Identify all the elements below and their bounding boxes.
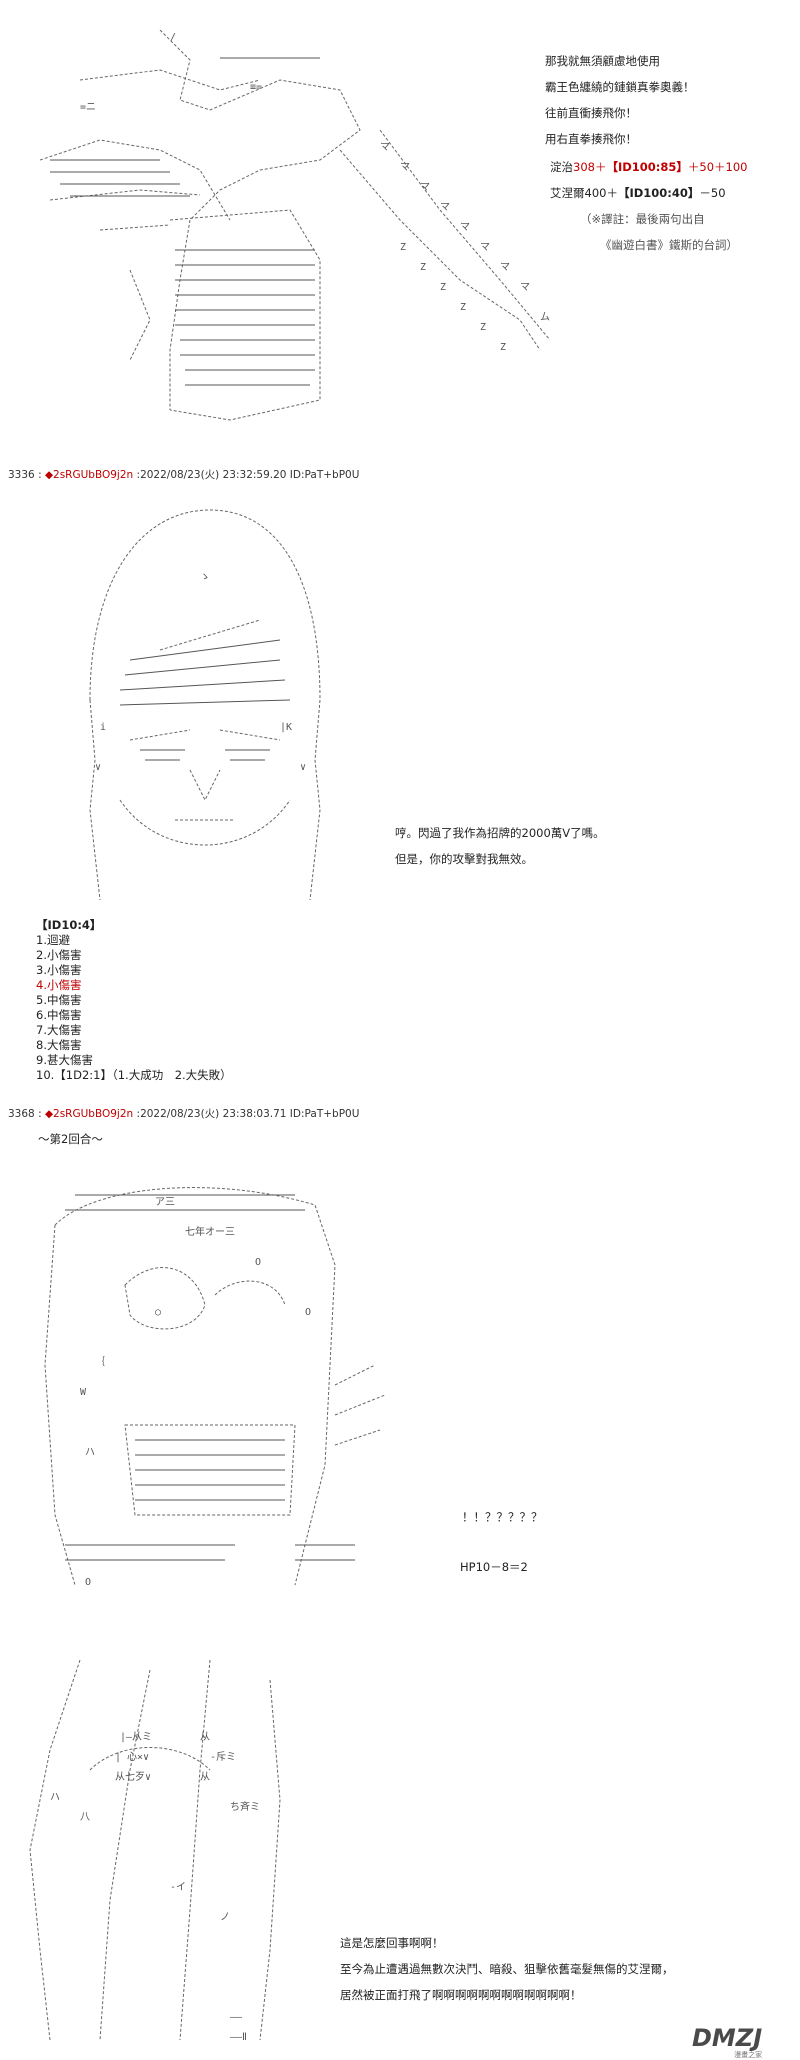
svg-text:ゝ: ゝ <box>200 572 210 583</box>
svg-text:| 心×∨: | 心×∨ <box>115 1751 149 1763</box>
svg-text:-斥ミ: -斥ミ <box>210 1751 236 1763</box>
shout-text: ！！？？？？？ <box>462 1510 543 1524</box>
site-watermark: DMZJ 漫畫之家 <box>692 2026 762 2060</box>
ascii-art-enel-punched: マママ マママ ママム ZZZ ZZZ /≡==ニ <box>39 29 551 421</box>
translator-note: 《幽遊白書》鐵斯的台詞） <box>600 238 738 252</box>
svg-text:マ: マ <box>480 242 490 253</box>
svg-text:マ: マ <box>380 142 390 153</box>
svg-text:ム: ム <box>540 311 550 323</box>
roll-table-item: 4.小傷害 <box>36 977 82 992</box>
svg-text:i: i <box>100 722 106 733</box>
svg-text:○: ○ <box>155 1307 161 1318</box>
svg-text:O: O <box>85 1577 91 1588</box>
svg-text:ハ: ハ <box>85 1447 95 1458</box>
svg-text:ア三: ア三 <box>155 1197 175 1208</box>
svg-text:O: O <box>305 1307 311 1318</box>
tripcode-link[interactable]: ◆2sRGUbBO9j2n <box>44 469 134 481</box>
watermark-logo: DMZJ <box>692 2024 763 2052</box>
svg-text:W: W <box>80 1387 87 1398</box>
svg-text:从: 从 <box>200 1732 210 1743</box>
dialogue-line: 但是，你的攻擊對我無效。 <box>395 852 533 866</box>
roll-table-item: 10.【1D2:1】（1.大成功 2.大失敗） <box>36 1068 232 1083</box>
svg-text:マ: マ <box>460 222 470 233</box>
svg-text:ノ: ノ <box>220 1912 230 1923</box>
svg-text:/: / <box>170 32 176 43</box>
svg-text:——: —— <box>230 2012 243 2023</box>
svg-text:マ: マ <box>420 182 430 193</box>
roll-table-item: 5.中傷害 <box>36 992 82 1007</box>
dialogue-line: 用右直拳揍飛你！ <box>545 132 637 146</box>
svg-text:Z: Z <box>400 242 406 253</box>
dialogue-line: 往前直衝揍飛你！ <box>545 106 637 120</box>
svg-text:——Ⅱ: ——Ⅱ <box>230 2032 247 2043</box>
dialogue-line: 哼。閃過了我作為招牌的2000萬V了嗎。 <box>395 826 605 840</box>
svg-text:マ: マ <box>500 262 510 273</box>
narration-line: 至今為止遭遇過無數次決鬥、暗殺、狙擊依舊毫髮無傷的艾涅爾， <box>340 1962 674 1976</box>
roll-table-item: 1.迴避 <box>36 932 70 947</box>
svg-text:マ: マ <box>440 202 450 213</box>
svg-text:∨: ∨ <box>95 762 101 773</box>
svg-text:Z: Z <box>480 322 486 333</box>
roll-table-header: 【ID10:4】 <box>36 918 102 932</box>
roll-table-item: 6.中傷害 <box>36 1007 82 1022</box>
roll-table-item: 8.大傷害 <box>36 1038 82 1053</box>
svg-text:≡=: ≡= <box>250 82 262 93</box>
translator-note: （※譯註：最後兩句出自 <box>580 212 705 226</box>
ascii-art-enel-flying: |—从ミ从 | 心×∨-斥ミ 从七歹∨从 ハ八ち斉ミ -イノ ————Ⅱ <box>29 1659 281 2043</box>
roll-table-item: 3.小傷害 <box>36 962 82 977</box>
svg-text:Z: Z <box>460 302 466 313</box>
svg-text:=ニ: =ニ <box>80 102 96 113</box>
round-label: ～第2回合～ <box>38 1132 103 1146</box>
roll-table-item: 2.小傷害 <box>36 947 82 962</box>
svg-text:从七歹∨: 从七歹∨ <box>115 1771 151 1783</box>
svg-text:ち斉ミ: ち斉ミ <box>230 1800 260 1813</box>
narration-line: 居然被正面打飛了啊啊啊啊啊啊啊啊啊啊啊啊！ <box>340 1988 582 2002</box>
roll-table-item: 9.甚大傷害 <box>36 1053 93 1068</box>
dialogue-line: 那我就無須顧慮地使用 <box>545 54 660 68</box>
svg-text:マ: マ <box>400 162 410 173</box>
svg-text:マ: マ <box>520 282 530 293</box>
svg-text:-イ: -イ <box>170 1882 186 1893</box>
dice-roll-yodoji: 淀治308＋【ID100:85】＋50＋100 <box>550 160 748 174</box>
svg-text:O: O <box>255 1257 261 1268</box>
post-header: 3368 : ◆2sRGUbBO9j2n :2022/08/23(火) 23:3… <box>8 1108 360 1120</box>
dice-roll-enel: 艾涅爾400＋【ID100:40】－50 <box>550 186 726 200</box>
narration-line: 這是怎麼回事啊啊！ <box>340 1936 444 1950</box>
svg-text:七年オー三: 七年オー三 <box>185 1225 235 1238</box>
dialogue-line: 霸王色纏繞的鏈鎖真拳奧義！ <box>545 80 695 94</box>
svg-text:|K: |K <box>280 722 292 733</box>
svg-text:Z: Z <box>440 282 446 293</box>
tripcode-link[interactable]: ◆2sRGUbBO9j2n <box>44 1108 134 1120</box>
svg-text:ハ: ハ <box>50 1792 60 1803</box>
svg-text:Z: Z <box>420 262 426 273</box>
hp-readout: HP10－8＝2 <box>460 1560 528 1574</box>
post-header: 3336 : ◆2sRGUbBO9j2n :2022/08/23(火) 23:3… <box>8 469 360 481</box>
ascii-art-enel-face: |K i ∨ ∨ ゝ <box>89 509 321 901</box>
svg-text:从: 从 <box>200 1772 210 1783</box>
svg-text:｛: ｛ <box>95 1356 105 1368</box>
svg-text:∨: ∨ <box>300 762 306 773</box>
svg-text:八: 八 <box>80 1812 90 1823</box>
svg-text:Z: Z <box>500 342 506 353</box>
roll-table-item: 7.大傷害 <box>36 1023 82 1038</box>
watermark-subtitle: 漫畫之家 <box>734 2051 763 2059</box>
svg-text:|—从ミ: |—从ミ <box>120 1732 152 1743</box>
